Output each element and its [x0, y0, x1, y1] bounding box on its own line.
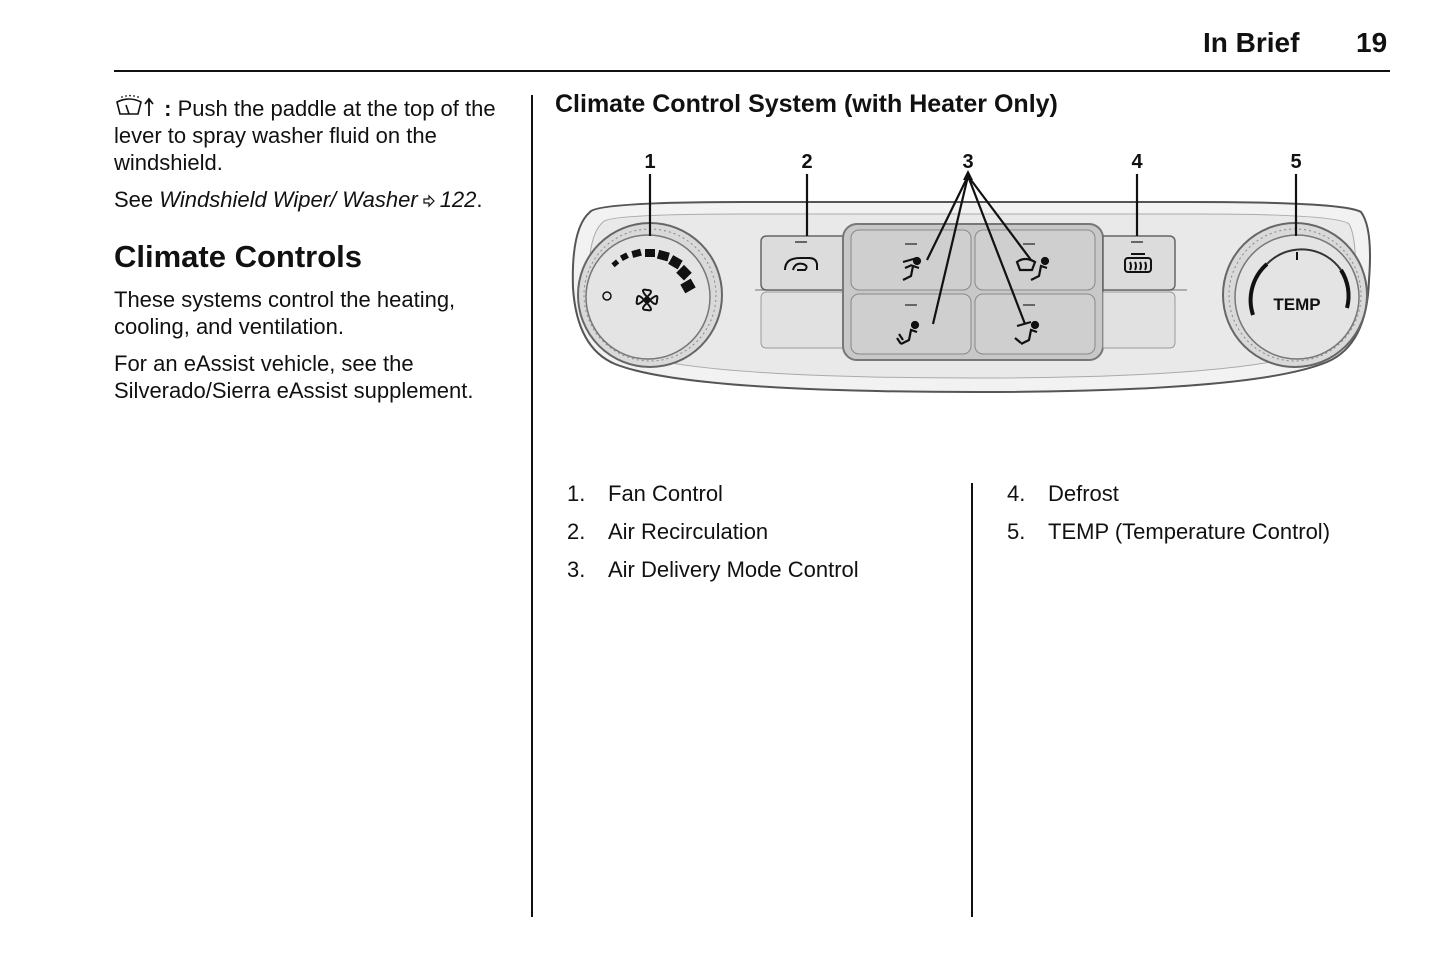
washer-text: Push the paddle at the top of the lever … [114, 96, 496, 175]
callout-1: 1 [644, 151, 655, 173]
see-suffix: . [476, 187, 483, 212]
list-item-number: 4. [1007, 481, 1026, 506]
column-divider [531, 95, 533, 917]
callout-3: 3 [962, 151, 973, 173]
list-item-number: 3. [567, 557, 586, 582]
page-number: 19 [1356, 27, 1388, 58]
page-reference-arrow-icon [423, 194, 435, 208]
recirculation-icon [784, 257, 818, 271]
callout-2: 2 [801, 151, 812, 173]
list-item-label: TEMP (Temperature Control) [1048, 519, 1331, 544]
list-item-label: Fan Control [608, 481, 723, 506]
intro-paragraph: These systems control the heating, cooli… [114, 287, 456, 339]
defrost-floor-mode-icon[interactable] [1015, 256, 1050, 281]
rear-defrost-icon [1124, 253, 1152, 273]
callout-leader-lines [648, 174, 1298, 325]
left-column: : Push the paddle at the top of the leve… [114, 94, 514, 404]
washer-paragraph: : Push the paddle at the top of the leve… [114, 94, 514, 176]
temp-knob-label: TEMP [1273, 295, 1320, 314]
list-item-number: 1. [567, 481, 586, 506]
air-delivery-mode-buttons [842, 223, 1104, 361]
diagram-title: Climate Control System (with Heater Only… [555, 90, 1058, 118]
eassist-paragraph: For an eAssist vehicle, see the Silverad… [114, 351, 474, 403]
section-heading: Climate Controls [114, 239, 363, 274]
windshield-washer-icon [116, 94, 154, 116]
list-item-number: 2. [567, 519, 586, 544]
list-item-label: Defrost [1048, 481, 1119, 506]
recirculation-button[interactable] [760, 235, 844, 349]
see-page[interactable]: 122 [439, 187, 477, 212]
list-item-number: 5. [1007, 519, 1026, 544]
list-column-divider [971, 483, 973, 917]
list-item-label: Air Delivery Mode Control [608, 557, 859, 582]
rear-defrost-button[interactable] [1102, 235, 1176, 349]
list-item-label: Air Recirculation [608, 519, 769, 544]
floor-mode-icon[interactable] [896, 320, 920, 345]
see-link[interactable]: Windshield Wiper/ Washer [159, 187, 418, 212]
header-divider [114, 70, 1390, 72]
callout-5: 5 [1290, 151, 1301, 173]
temperature-control-knob[interactable]: TEMP [1222, 222, 1368, 368]
see-prefix: See [114, 187, 154, 212]
see-reference: See Windshield Wiper/ Washer 122. [114, 186, 514, 213]
washer-separator: : [164, 96, 172, 121]
section-title: In Brief [1203, 27, 1300, 58]
fan-icon [635, 288, 659, 312]
climate-control-diagram: TEMP 1 2 3 4 5 [571, 151, 1371, 394]
vent-mode-icon[interactable] [902, 256, 922, 281]
callout-4: 4 [1131, 151, 1143, 173]
fan-control-knob[interactable] [577, 222, 723, 368]
